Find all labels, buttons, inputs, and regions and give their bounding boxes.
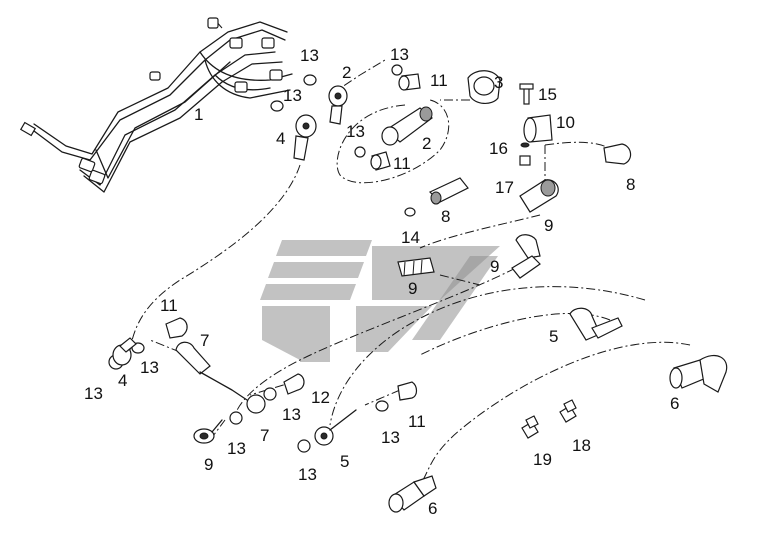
callout-13: 13: [298, 465, 317, 484]
elbow-fitting-5-right: [569, 307, 623, 341]
hose-end-6-right: [669, 355, 728, 393]
callout-17: 17: [495, 178, 514, 197]
callout-8: 8: [441, 207, 450, 226]
callout-11: 11: [160, 296, 178, 315]
callout-13: 13: [140, 358, 159, 377]
callout-9: 9: [490, 257, 499, 276]
callout-11: 11: [393, 154, 411, 173]
banjo-fitting-4-upper: [293, 114, 317, 161]
callout-12: 12: [311, 388, 330, 407]
banjo-fittings-upper: [328, 85, 433, 146]
callout-8: 8: [626, 175, 635, 194]
callout-2: 2: [422, 134, 431, 153]
callout-2: 2: [342, 63, 351, 82]
callout-13: 13: [227, 439, 246, 458]
sealing-washers-upper: [270, 64, 403, 158]
callout-9: 9: [204, 455, 213, 474]
callout-13: 13: [346, 122, 365, 141]
quick-connectors-9-17: [511, 179, 559, 279]
callout-13: 13: [84, 384, 103, 403]
callout-13: 13: [282, 405, 301, 424]
clips-18-19: [521, 399, 577, 439]
left-fitting-cluster: [108, 317, 188, 370]
callout-11: 11: [430, 71, 448, 90]
callout-13: 13: [283, 86, 302, 105]
callout-15: 15: [538, 85, 557, 104]
hose-end-fittings-8: [428, 143, 632, 205]
banjo-fitting-5-lower: [297, 381, 418, 453]
callout-9: 9: [408, 279, 417, 298]
watermark-logo: [260, 240, 500, 362]
hose-connector-9-lower: [193, 419, 223, 444]
callout-13: 13: [300, 46, 319, 65]
callout-7: 7: [200, 331, 209, 350]
pipe-bundle: [19, 17, 293, 193]
callout-1: 1: [194, 105, 203, 124]
callout-3: 3: [494, 73, 503, 92]
callout-6: 6: [670, 394, 679, 413]
callout-16: 16: [489, 139, 508, 158]
callout-6: 6: [428, 499, 437, 518]
callout-5: 5: [340, 452, 349, 471]
callout-4: 4: [276, 129, 285, 148]
elbow-fittings-7: [175, 341, 305, 425]
clamp-and-adapter: [467, 70, 553, 166]
callout-labels: 1 2 2 3 4 4 5 5 6 6 7 7 8 8 9 9 9 9 10 1…: [84, 45, 679, 518]
callout-9: 9: [544, 216, 553, 235]
callout-11: 11: [408, 412, 426, 431]
banjo-bolts-upper: [370, 73, 421, 171]
callout-13: 13: [381, 428, 400, 447]
callout-5: 5: [549, 327, 558, 346]
callout-13: 13: [390, 45, 409, 64]
callout-14: 14: [401, 228, 420, 247]
hose-end-6-lower: [388, 475, 437, 513]
callout-10: 10: [556, 113, 575, 132]
callout-7: 7: [260, 426, 269, 445]
callout-19: 19: [533, 450, 552, 469]
pipe-clip-14-9: [397, 207, 435, 277]
callout-18: 18: [572, 436, 591, 455]
callout-4: 4: [118, 371, 127, 390]
